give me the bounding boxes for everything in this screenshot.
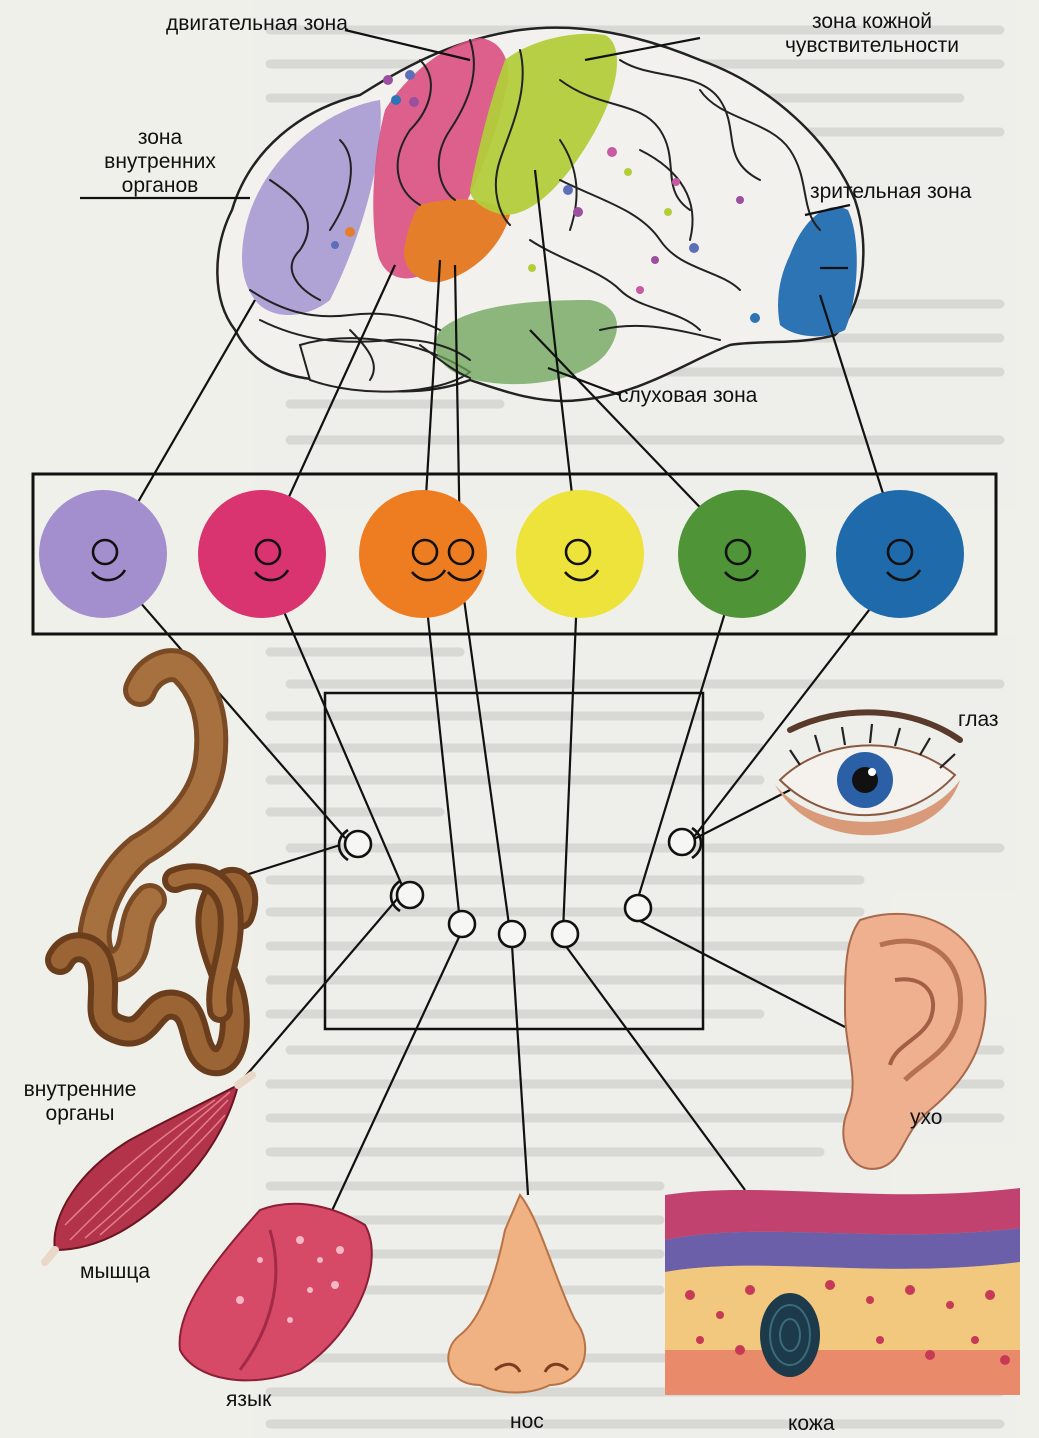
circle-gustatory-olfactory: [359, 490, 487, 618]
internal-zone-label-line2: внутренних: [60, 150, 260, 174]
skin-illustration: [665, 1188, 1020, 1395]
ear-label: ухо: [910, 1106, 942, 1130]
eye-label: глаз: [958, 708, 999, 732]
nose-label: нос: [510, 1410, 544, 1434]
skin-zone-label-line2: чувствительности: [752, 34, 992, 58]
tongue-label: язык: [226, 1388, 271, 1412]
internal-zone-label-line1: зона: [60, 126, 260, 150]
muscle-label: мышца: [80, 1260, 150, 1284]
circle-auditory: [678, 490, 806, 618]
skin-label: кожа: [788, 1412, 835, 1436]
circle-motor: [198, 490, 326, 618]
receptor-tongue: [449, 911, 475, 937]
circle-internal-organs: [39, 490, 167, 618]
circle-skin: [516, 490, 644, 618]
motor-zone-label: двигательная зона: [166, 12, 348, 36]
internal-organs-label-line1: внутренние: [0, 1078, 160, 1102]
receptor-skin: [552, 921, 578, 947]
receptor-internal-organs: [345, 831, 371, 857]
internal-zone-label-line3: органов: [60, 174, 260, 198]
visual-zone-label: зрительная зона: [810, 180, 971, 204]
circle-visual: [836, 490, 964, 618]
skin-zone-label: зона кожной чувствительности: [752, 10, 992, 58]
skin-zone-label-line1: зона кожной: [752, 10, 992, 34]
auditory-zone-label: слуховая зона: [618, 384, 757, 408]
receptor-eye: [669, 829, 695, 855]
receptor-nose: [499, 921, 525, 947]
receptor-ear: [625, 895, 651, 921]
internal-zone-label: зона внутренних органов: [60, 126, 260, 198]
receptor-muscle: [397, 882, 423, 908]
internal-organs-label: внутренние органы: [0, 1078, 160, 1126]
internal-organs-label-line2: органы: [0, 1102, 160, 1126]
